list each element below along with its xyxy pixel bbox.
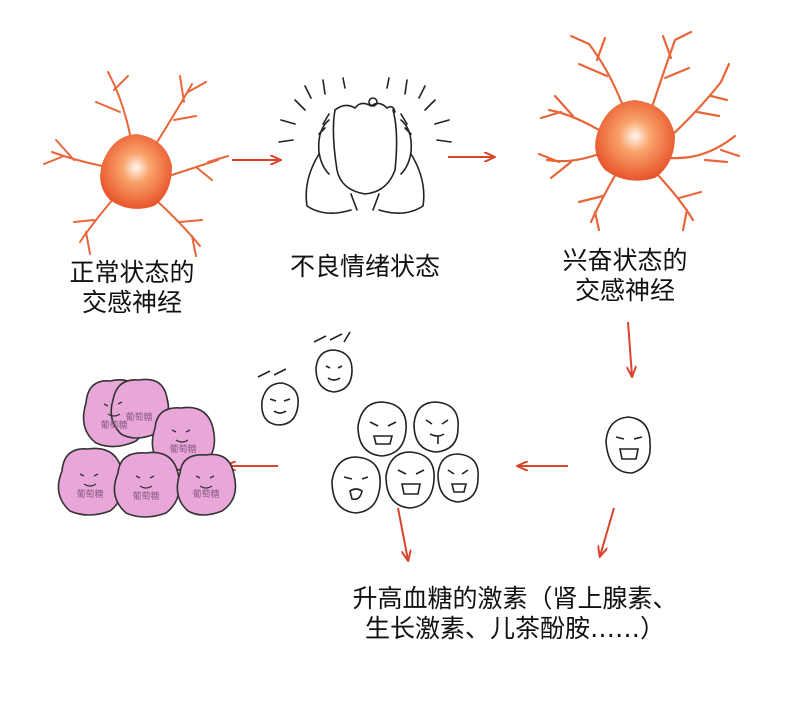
glucose-blob-icon	[57, 447, 125, 516]
label-normal-nerve-line2: 交感神经	[81, 288, 182, 317]
hormone-face-icon	[385, 451, 435, 509]
glucose-blob-icon	[176, 453, 237, 516]
label-excited-nerve: 兴奋状态的 交感神经	[545, 246, 705, 306]
glucose-mark-2: 葡萄糖	[169, 443, 196, 455]
label-hormones-line2: 生长激素、儿茶酚胺……）	[364, 614, 665, 643]
flow-arrows	[226, 157, 632, 560]
arrow-single-down	[600, 507, 615, 556]
neuron-excited-icon	[537, 30, 741, 232]
label-excited-nerve-line1: 兴奋状态的	[562, 246, 688, 275]
label-hormones-line1: 升高血糖的激素（肾上腺素、	[352, 584, 678, 613]
glucose-mark-1: 葡萄糖	[125, 411, 152, 423]
glucose-mark-3: 葡萄糖	[76, 488, 103, 500]
stressed-person-icon	[278, 77, 452, 214]
glucose-faces	[79, 401, 215, 489]
label-bad-mood: 不良情绪状态	[270, 252, 460, 282]
hormone-face-icon	[413, 401, 459, 453]
hormone-face-icon	[357, 401, 407, 457]
label-normal-nerve-line1: 正常状态的	[69, 258, 195, 287]
glucose-mark-4: 葡萄糖	[132, 490, 159, 502]
label-excited-nerve-line2: 交感神经	[574, 276, 675, 305]
glucose-mark-5: 葡萄糖	[192, 488, 219, 500]
label-normal-nerve: 正常状态的 交感神经	[52, 258, 212, 318]
hormone-face-icon	[605, 416, 651, 474]
arrow-hormones-down	[397, 507, 408, 560]
arrow-excited-down	[628, 321, 632, 376]
label-bad-mood-text: 不良情绪状态	[289, 252, 440, 281]
hormone-face-icon	[331, 456, 381, 514]
glucose-cluster	[57, 378, 237, 518]
label-hormones: 升高血糖的激素（肾上腺素、 生长激素、儿茶酚胺……）	[330, 584, 700, 644]
hormone-face-icon	[437, 453, 479, 503]
hormone-face-icon	[257, 368, 299, 426]
glucose-mark-0: 葡萄糖	[100, 419, 127, 431]
glucose-blob-icon	[113, 451, 181, 518]
hormone-faces	[257, 331, 651, 514]
neuron-normal-icon	[43, 71, 229, 257]
hormone-face-icon	[313, 331, 353, 393]
